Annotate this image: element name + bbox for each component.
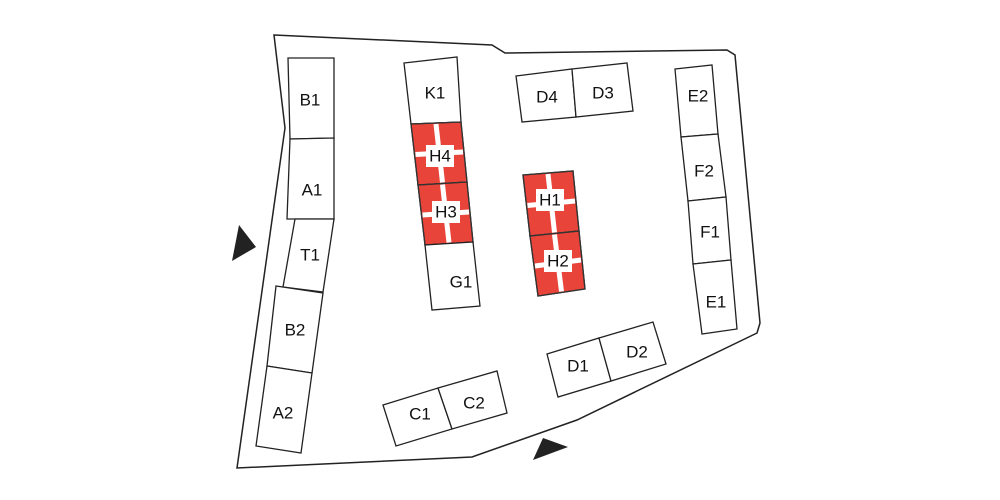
stall-f2[interactable]: F2 [680,133,727,202]
stall-label: G1 [450,273,473,292]
stall-label: D1 [567,357,589,376]
label-background [432,201,460,223]
stall-border [529,230,586,297]
stall-label: D3 [592,84,614,103]
stall-g1[interactable]: G1 [424,241,481,311]
stall-b2[interactable]: B2 [266,285,324,374]
stall-label: H2 [547,252,569,271]
stall-f1[interactable]: F1 [687,196,732,265]
stall-c1[interactable]: C1 [382,387,453,447]
stall-shape[interactable] [255,365,313,454]
stall-a2[interactable]: A2 [255,365,313,454]
stall-label: A1 [302,181,323,200]
stall-label: H1 [539,191,561,210]
stall-label: E2 [688,87,709,106]
stall-shape[interactable] [424,241,481,311]
stall-d4[interactable]: D4 [515,68,577,123]
label-background [544,250,572,272]
stall-d3[interactable]: D3 [571,62,634,118]
stall-shape[interactable] [571,62,634,118]
venue-boundary [236,34,761,469]
stall-label: T1 [300,246,320,265]
stall-label: C2 [463,394,485,413]
stall-h4[interactable]: H4 [410,121,468,186]
stall-label: B2 [285,321,306,340]
stall-k1[interactable]: K1 [403,56,462,125]
stall-a1[interactable]: A1 [286,137,335,220]
stall-label: C1 [409,405,431,424]
stall-e1[interactable]: E1 [692,259,738,335]
stall-d2[interactable]: D2 [598,321,667,382]
stall-label: H3 [435,203,457,222]
stall-shape[interactable] [437,370,508,430]
stall-b1[interactable]: B1 [287,57,335,140]
stall-shape[interactable] [598,321,667,382]
stall-label: H4 [429,147,451,166]
stall-shape[interactable] [286,137,335,220]
stall-h1[interactable]: H1 [522,170,580,237]
stall-label: K1 [425,84,446,103]
label-background [426,145,454,167]
stall-shape[interactable] [692,259,738,335]
stall-d1[interactable]: D1 [546,337,612,398]
stall-h3[interactable]: H3 [417,181,474,246]
stall-shape[interactable] [282,218,335,293]
stall-label: F2 [694,162,714,181]
label-background [536,189,564,211]
entrance-arrow-left-icon [232,225,256,261]
stall-h2[interactable]: H2 [529,230,586,297]
stall-e2[interactable]: E2 [674,64,719,138]
stall-label: D4 [536,88,558,107]
stall-t1[interactable]: T1 [282,218,335,293]
stall-label: A2 [273,404,294,423]
stall-label: B1 [300,91,321,110]
stall-label: D2 [626,343,648,362]
entrance-arrow-bottom-icon [533,438,568,460]
stall-label: E1 [706,293,727,312]
stall-label: F1 [700,223,720,242]
stall-c2[interactable]: C2 [437,370,508,430]
